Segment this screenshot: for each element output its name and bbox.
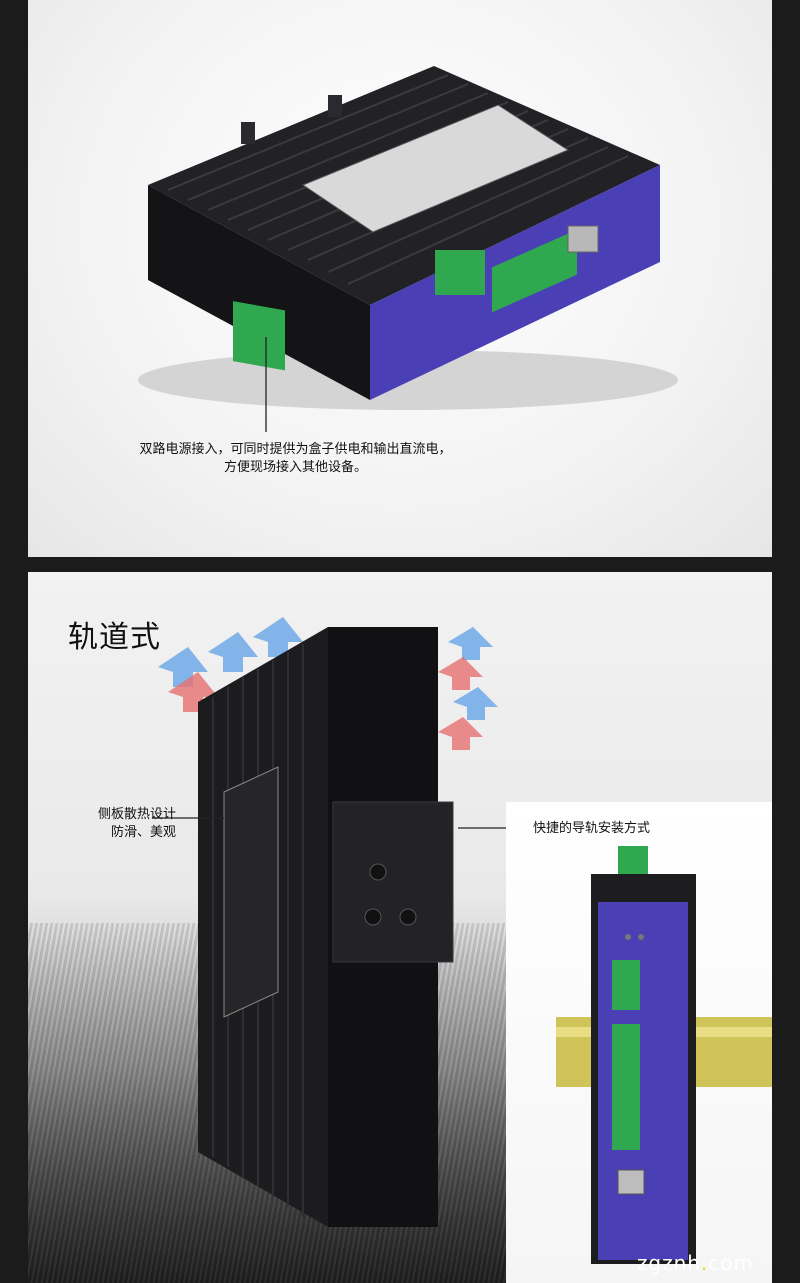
side-callout-line-1: 侧板散热设计	[97, 807, 176, 822]
screw-2	[364, 908, 382, 926]
watermark-suffix: com	[708, 1251, 754, 1275]
watermark: zgznh.com	[637, 1251, 754, 1275]
spec-label-plate	[301, 104, 570, 233]
airflow-arrows	[158, 617, 498, 750]
bottom-rail-panel: 轨道式	[28, 572, 772, 1283]
side-spec-plate	[223, 766, 279, 1018]
rail-clip	[328, 95, 342, 117]
side-callout-line-2: 防滑、美观	[110, 825, 176, 840]
power-input-callout: 双路电源接入，可同时提供为盒子供电和输出直流电， 方便现场接入其他设备。	[123, 441, 468, 477]
callout-line-2: 方便现场接入其他设备。	[223, 460, 367, 475]
front-device-face	[598, 902, 688, 1260]
front-view-inset: zgznh.com	[506, 802, 772, 1283]
callout-line-1: 双路电源接入，可同时提供为盒子供电和输出直流电，	[139, 442, 452, 457]
watermark-dot: .	[700, 1251, 709, 1275]
led-p	[625, 934, 631, 940]
top-product-panel: 双路电源接入，可同时提供为盒子供电和输出直流电， 方便现场接入其他设备。	[28, 0, 772, 557]
io-terminal-block	[492, 229, 577, 313]
led-s	[638, 934, 644, 940]
serial-terminal-block	[435, 250, 485, 295]
ethernet-port	[567, 225, 599, 253]
screw	[369, 863, 387, 881]
top-terminal	[618, 846, 648, 874]
screw-3	[399, 908, 417, 926]
front-view-illustration	[556, 846, 772, 1264]
rail-clip-2	[241, 122, 255, 144]
section-title: 轨道式	[68, 620, 161, 655]
din-clip	[332, 801, 454, 963]
power-terminal-block	[233, 301, 285, 371]
serial-terminal	[612, 960, 640, 1010]
watermark-prefix: zgznh	[636, 1251, 701, 1275]
rail-device-illustration	[152, 617, 533, 1227]
top-device-illustration	[138, 66, 678, 432]
io-terminal	[612, 1024, 640, 1150]
rail-mount-callout: 快捷的导轨安装方式	[533, 821, 651, 836]
side-panel-callout: 侧板散热设计 防滑、美观	[56, 806, 176, 842]
lan-port	[617, 1169, 645, 1195]
device-side	[148, 185, 370, 400]
